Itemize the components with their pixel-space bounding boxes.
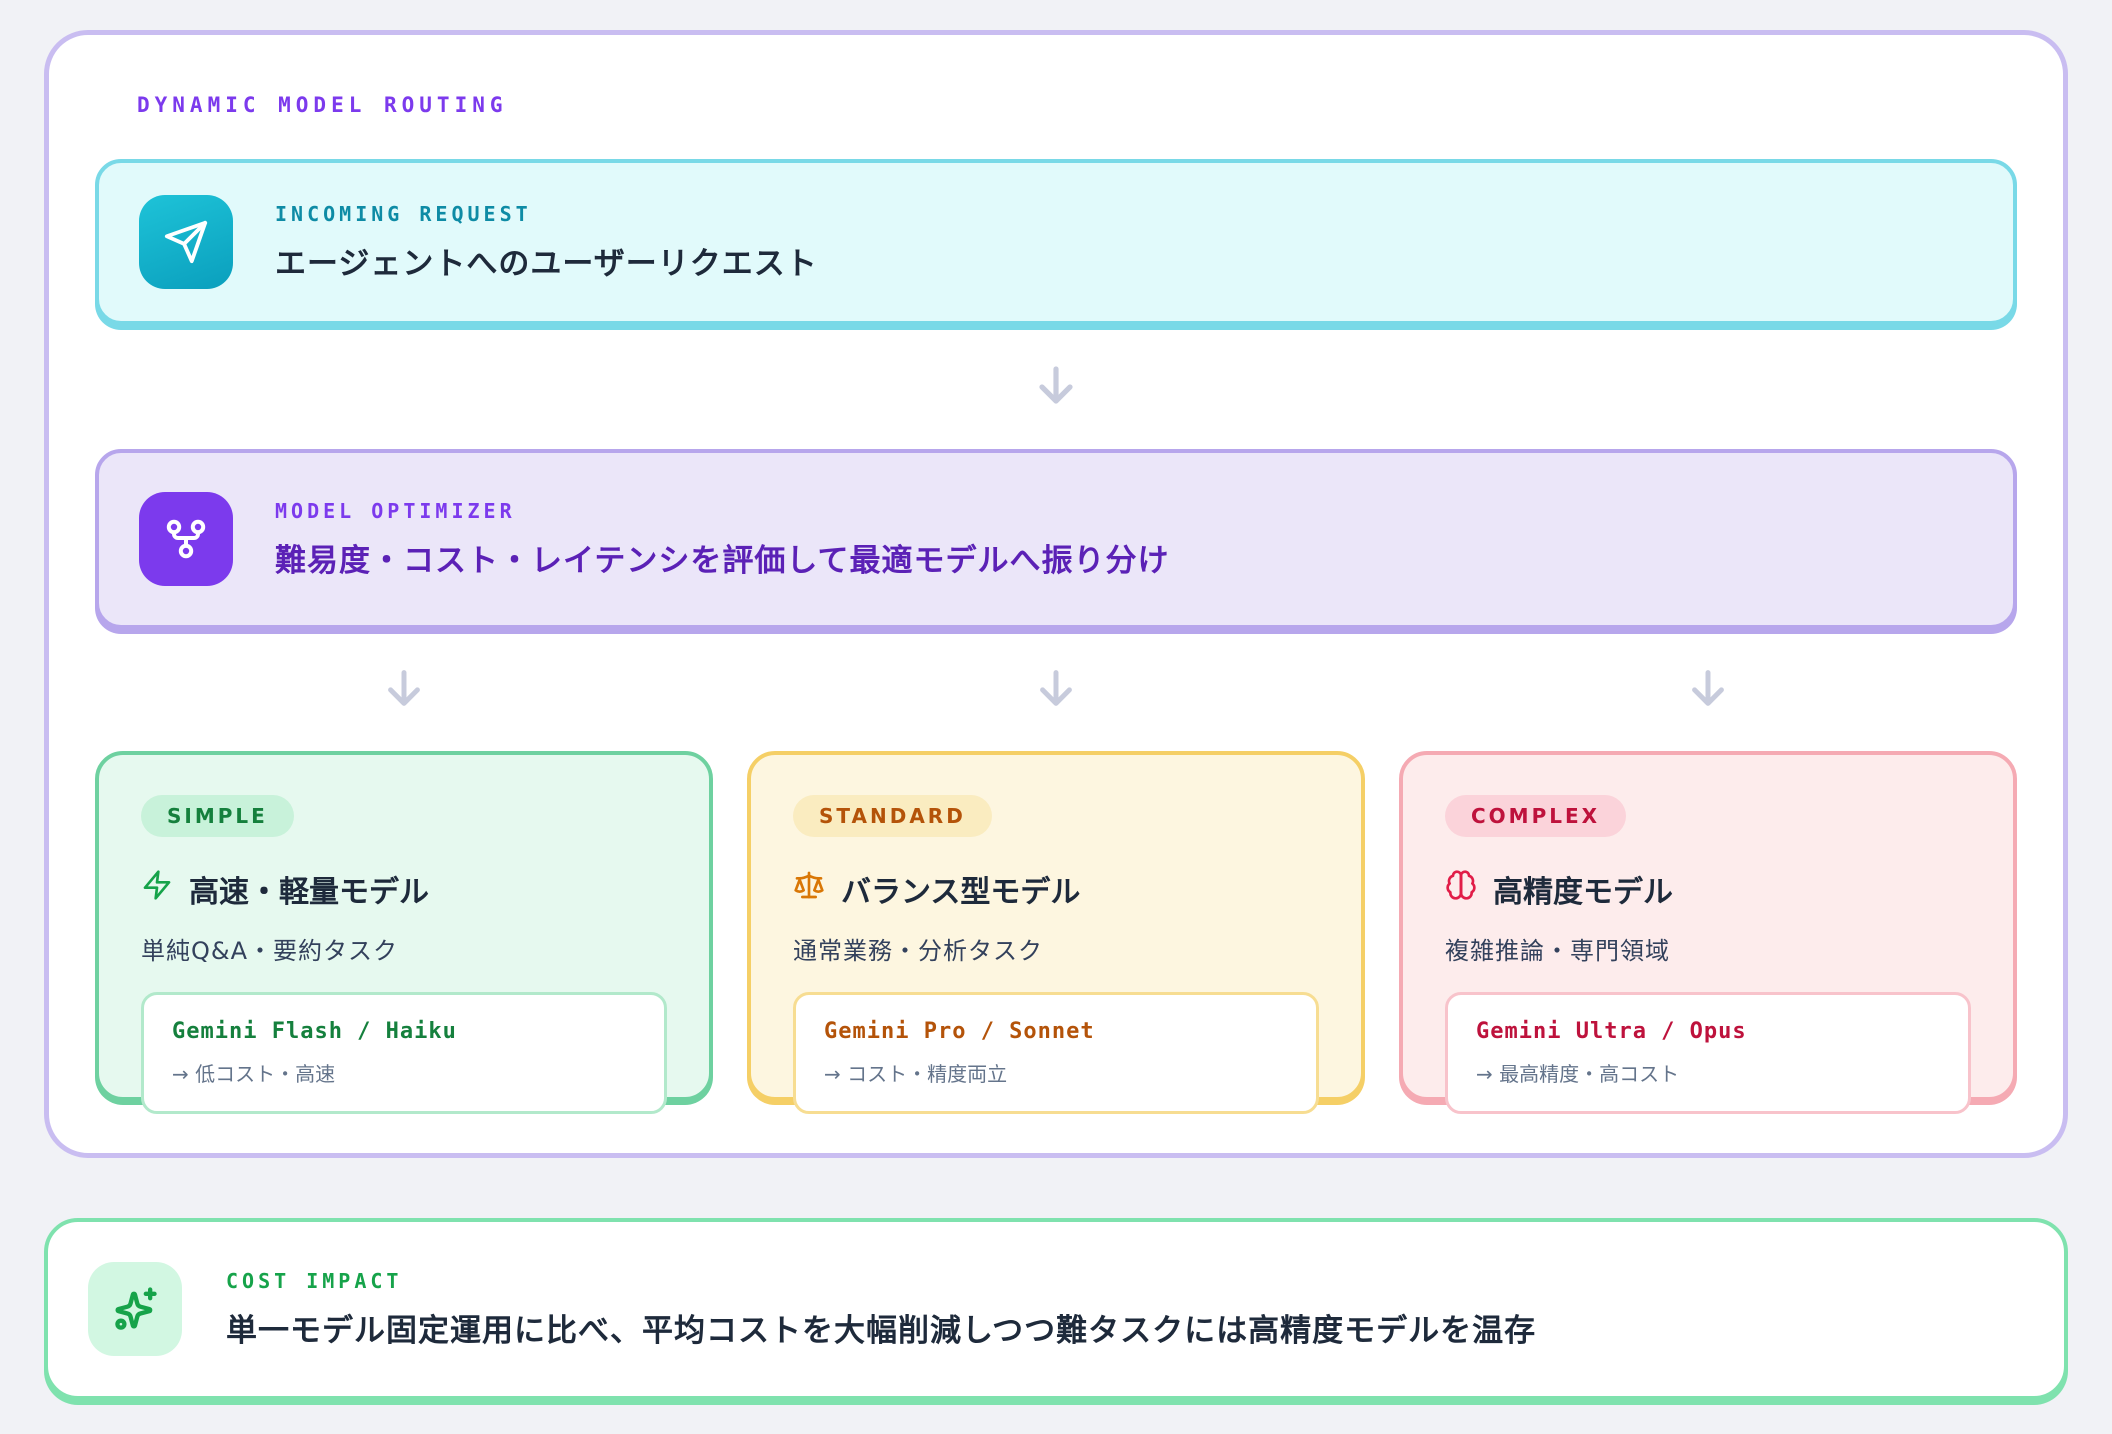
- simple-subtitle: 単純Q&A・要約タスク: [141, 937, 399, 965]
- complex-title: 高精度モデル: [1493, 875, 1673, 910]
- standard-model-note: → コスト・精度両立: [824, 1062, 1008, 1086]
- incoming-request-heading: エージェントへのユーザーリクエスト: [275, 245, 818, 282]
- route-card-simple: SIMPLE 高速・軽量モデル 単純Q&A・要約タスク Gemini Flash…: [95, 751, 713, 1114]
- standard-title-row: バランス型モデル: [793, 867, 1319, 911]
- route-cards-row: SIMPLE 高速・軽量モデル 単純Q&A・要約タスク Gemini Flash…: [95, 751, 2017, 1114]
- routing-panel: DYNAMIC MODEL ROUTING INCOMING REQUEST エ…: [44, 30, 2068, 1158]
- standard-model-box: Gemini Pro / Sonnet → コスト・精度両立: [793, 992, 1319, 1114]
- standard-badge: STANDARD: [793, 795, 992, 837]
- simple-title: 高速・軽量モデル: [189, 875, 429, 910]
- cost-impact-label: COST IMPACT: [226, 1268, 403, 1293]
- complex-model-box: Gemini Ultra / Opus → 最高精度・高コスト: [1445, 992, 1971, 1114]
- arrow-down-icon: [1685, 665, 1731, 715]
- incoming-request-label: INCOMING REQUEST: [275, 201, 532, 226]
- model-optimizer-label: MODEL OPTIMIZER: [275, 498, 516, 523]
- cost-impact-card: COST IMPACT 単一モデル固定運用に比べ、平均コストを大幅削減しつつ難タ…: [44, 1218, 2068, 1400]
- complex-badge: COMPLEX: [1445, 795, 1627, 837]
- simple-title-row: 高速・軽量モデル: [141, 867, 667, 911]
- scale-icon: [793, 869, 825, 909]
- simple-model-box: Gemini Flash / Haiku → 低コスト・高速: [141, 992, 667, 1114]
- standard-model-name: Gemini Pro / Sonnet: [824, 1019, 1095, 1044]
- complex-title-row: 高精度モデル: [1445, 867, 1971, 911]
- route-card-complex: COMPLEX 高精度モデル 複雑推論・専門領域 Gemini Ultra / …: [1399, 751, 2017, 1114]
- arrow-down-icon: [381, 665, 427, 715]
- model-optimizer-text: MODEL OPTIMIZER 難易度・コスト・レイテンシを評価して最適モデルへ…: [275, 499, 1169, 580]
- arrow-down-icon: [1033, 665, 1079, 715]
- git-fork-icon: [139, 492, 233, 586]
- complex-subtitle: 複雑推論・専門領域: [1445, 937, 1670, 965]
- cost-impact-text: COST IMPACT 単一モデル固定運用に比べ、平均コストを大幅削減しつつ難タ…: [226, 1269, 1536, 1350]
- sparkles-icon: [88, 1262, 182, 1356]
- incoming-request-card: INCOMING REQUEST エージェントへのユーザーリクエスト: [95, 159, 2017, 325]
- panel-title: DYNAMIC MODEL ROUTING: [137, 93, 508, 117]
- simple-badge: SIMPLE: [141, 795, 294, 837]
- simple-model-note: → 低コスト・高速: [172, 1062, 336, 1086]
- model-optimizer-card: MODEL OPTIMIZER 難易度・コスト・レイテンシを評価して最適モデルへ…: [95, 449, 2017, 629]
- arrow-down-icon: [1032, 361, 1080, 413]
- incoming-request-text: INCOMING REQUEST エージェントへのユーザーリクエスト: [275, 202, 818, 283]
- brain-icon: [1445, 869, 1477, 909]
- cost-impact-heading: 単一モデル固定運用に比べ、平均コストを大幅削減しつつ難タスクには高精度モデルを温…: [226, 1312, 1537, 1349]
- send-icon: [139, 195, 233, 289]
- route-arrow-row: [95, 629, 2017, 751]
- complex-model-note: → 最高精度・高コスト: [1476, 1062, 1680, 1086]
- standard-title: バランス型モデル: [841, 875, 1081, 910]
- route-card-standard: STANDARD バランス型モデル 通常業務・分析タスク Gemini P: [747, 751, 1365, 1114]
- zap-icon: [141, 869, 173, 909]
- model-optimizer-heading: 難易度・コスト・レイテンシを評価して最適モデルへ振り分け: [275, 542, 1170, 579]
- complex-model-name: Gemini Ultra / Opus: [1476, 1019, 1747, 1044]
- flow-arrow-row: [95, 325, 2017, 449]
- standard-subtitle: 通常業務・分析タスク: [793, 937, 1043, 965]
- simple-model-name: Gemini Flash / Haiku: [172, 1019, 457, 1044]
